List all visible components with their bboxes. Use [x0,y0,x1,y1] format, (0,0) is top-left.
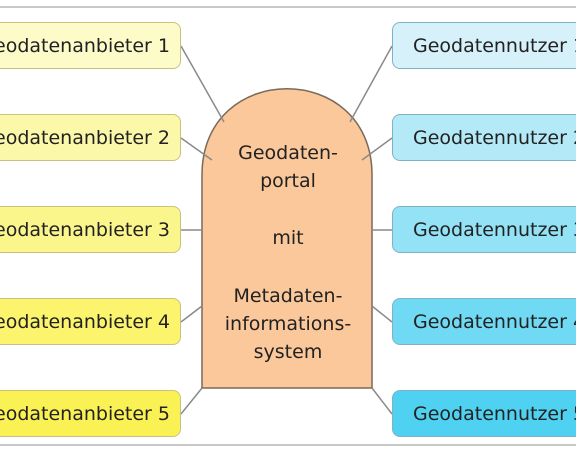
user-box-5: Geodatennutzer 5 [392,390,576,437]
connector-provider-1 [180,45,225,123]
user-box-3: Geodatennutzer 3 [392,206,576,253]
user-box-4: Geodatennutzer 4 [392,298,576,345]
user-label-1: Geodatennutzer 1 [413,34,576,57]
provider-box-4: Geodatenanbieter 4 [0,298,181,345]
user-box-1: Geodatennutzer 1 [392,22,576,69]
connector-provider-4 [180,305,203,323]
user-label-4: Geodatennutzer 4 [413,310,576,333]
portal-connector-word: mit [272,227,304,249]
connector-user-4 [371,305,393,323]
user-label-3: Geodatennutzer 3 [413,218,576,241]
portal-subtitle-line-2: informations- [224,313,352,335]
provider-box-5: Geodatenanbieter 5 [0,390,181,437]
portal-subtitle-line-3: system [253,341,323,363]
user-label-5: Geodatennutzer 5 [413,402,576,425]
connector-user-1 [349,45,393,123]
connector-user-2 [361,137,393,161]
connector-provider-5 [180,387,203,415]
provider-label-3: Geodatenanbieter 3 [0,218,170,241]
portal-subtitle-line-1: Metadaten- [233,285,343,307]
provider-label-1: Geodatenanbieter 1 [0,34,170,57]
portal-title-line-1: Geodaten- [238,142,338,164]
connector-provider-2 [180,137,213,161]
portal-title-line-2: portal [260,170,316,192]
provider-label-4: Geodatenanbieter 4 [0,310,170,333]
user-label-2: Geodatennutzer 2 [413,126,576,149]
provider-box-3: Geodatenanbieter 3 [0,206,181,253]
provider-box-1: Geodatenanbieter 1 [0,22,181,69]
provider-label-2: Geodatenanbieter 2 [0,126,170,149]
user-box-2: Geodatennutzer 2 [392,114,576,161]
provider-label-5: Geodatenanbieter 5 [0,402,170,425]
connector-user-5 [371,387,393,415]
portal-shape [201,88,373,389]
provider-box-2: Geodatenanbieter 2 [0,114,181,161]
